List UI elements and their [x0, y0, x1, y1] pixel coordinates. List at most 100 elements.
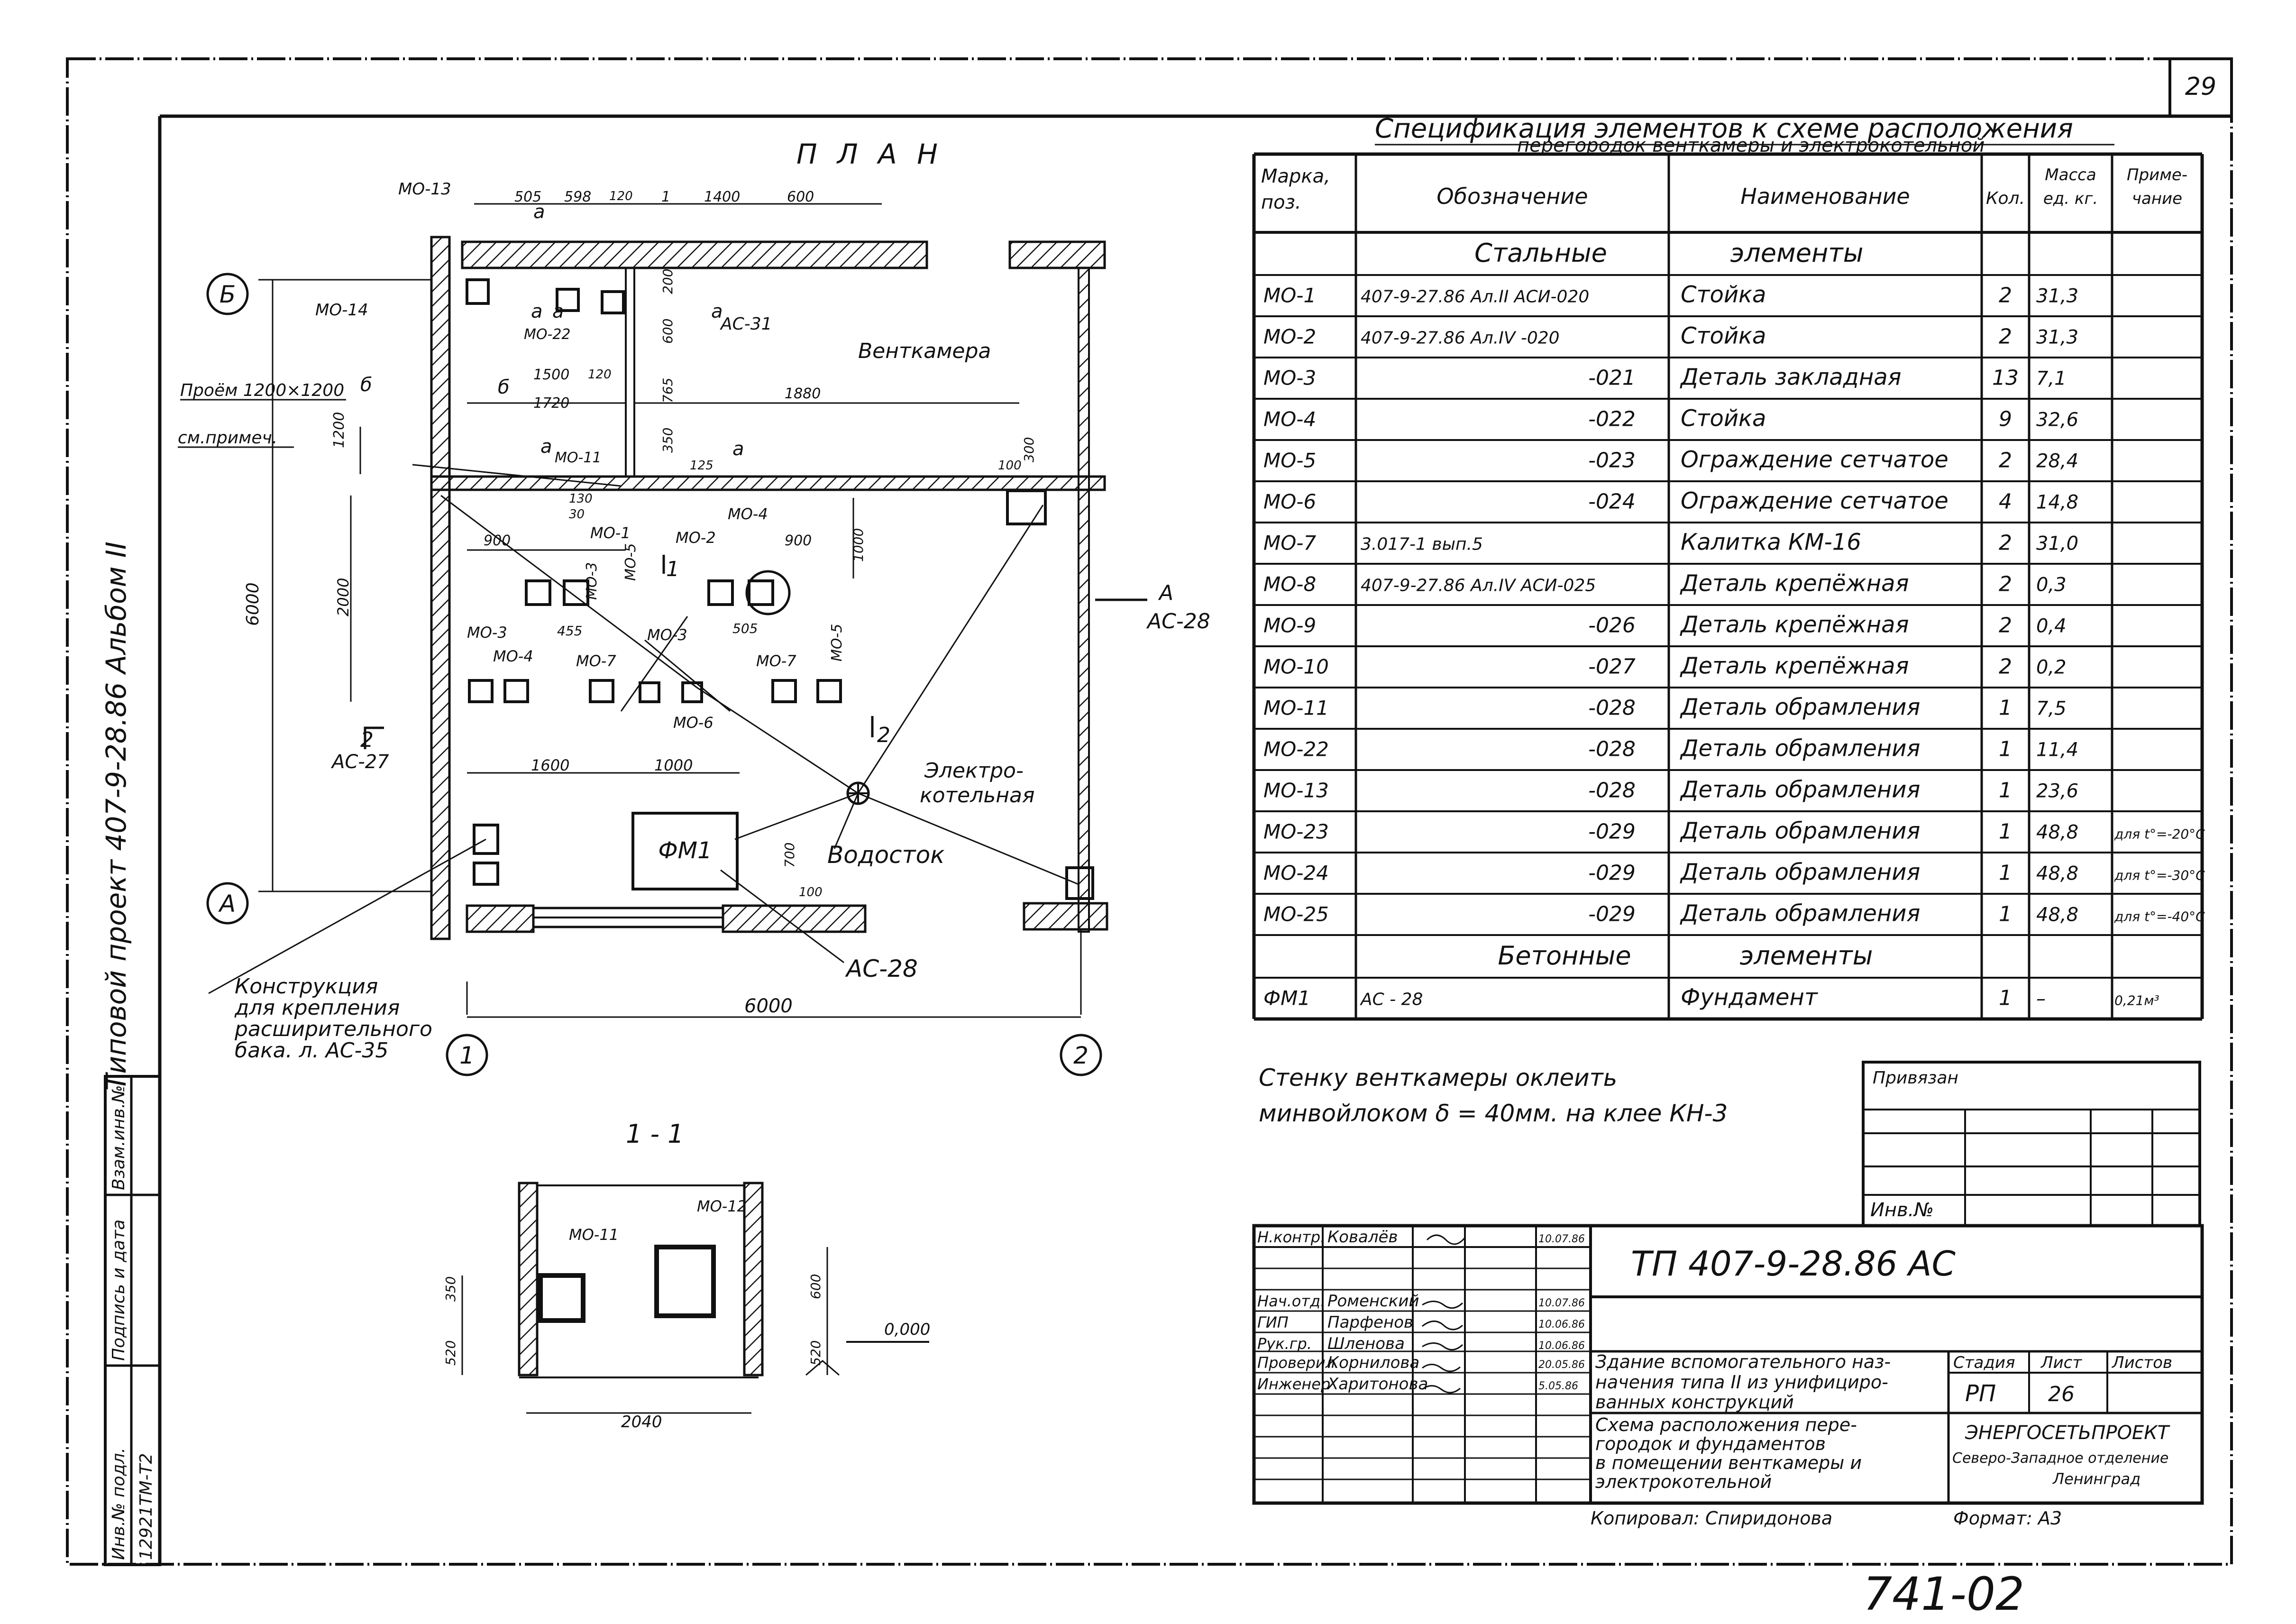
spec-cell-mass: 48,8: [2036, 821, 2078, 843]
ref-mark-a1: а: [533, 201, 545, 223]
inv-label-replace: Взам.инв.№: [109, 1085, 128, 1190]
spec-cell-mark: МО-1: [1263, 284, 1316, 307]
group-steel-1: Стальные: [1474, 238, 1607, 268]
spec-cell-mass: 11,4: [2036, 739, 2078, 761]
mark-mo4-a: МО-4: [728, 505, 768, 523]
section-title: 1 - 1: [626, 1119, 684, 1149]
spec-cell-designation: 407-9-27.86 Ал.II АСИ-020: [1361, 287, 1589, 306]
spec-cell-designation: -029: [1588, 819, 1636, 844]
room-boiler-2: котельная: [920, 783, 1034, 807]
dim-600-b: 600: [660, 319, 676, 344]
dim-6000-v: 6000: [243, 582, 263, 626]
spec-cell-name: Фундамент: [1681, 984, 1819, 1010]
spec-header-qty: Кол.: [1986, 189, 2025, 208]
spec-cell-designation: -029: [1588, 902, 1636, 926]
spec-cell-name: Ограждение сетчатое: [1681, 487, 1948, 514]
mark-mo2: МО-2: [676, 529, 716, 547]
signer-role: Инженер: [1257, 1375, 1330, 1393]
dim-1720: 1720: [533, 395, 569, 412]
spec-cell-designation: 407-9-27.86 Ал.IV АСИ-025: [1361, 576, 1596, 595]
section-dim-520-a: 520: [443, 1340, 458, 1366]
spec-cell-qty: 1: [1999, 902, 2012, 926]
spec-cell-name: Деталь обрамления: [1680, 859, 1920, 885]
ref-ac31: АС-31: [720, 314, 772, 334]
section-mo11: МО-11: [569, 1226, 619, 1244]
ref-mark-a3: а: [552, 301, 564, 322]
ref-mark-A: А: [1158, 581, 1173, 605]
inv-label-original: Инв.№ подл.: [109, 1448, 128, 1560]
dim-1500: 1500: [533, 367, 569, 383]
spec-cell-mass: 31,0: [2036, 532, 2078, 554]
wall-bottom-left: [466, 904, 535, 933]
mark-mo6: МО-6: [673, 714, 713, 732]
sheet-label: Лист: [2040, 1353, 2082, 1372]
note-line-2: минвойлоком δ = 40мм. на клее КН-3: [1259, 1100, 1728, 1127]
signer-date: 20.05.86: [1538, 1359, 1585, 1371]
spec-cell-designation: -021: [1588, 366, 1636, 390]
spec-cell-mass: 48,8: [2036, 862, 2078, 884]
sheet-desc-2: городок и фундаментов: [1595, 1433, 1826, 1454]
sheet-desc-1: Схема расположения пере-: [1595, 1414, 1857, 1435]
signer-name: Корнилова: [1327, 1353, 1419, 1372]
construction-note-1: Конструкция: [235, 974, 378, 999]
signer-role: Н.контр.: [1257, 1228, 1325, 1246]
org-1: ЭНЕРГОСЕТЬПРОЕКТ: [1965, 1422, 2171, 1444]
signer-date: 10.07.86: [1538, 1233, 1585, 1245]
spec-cell-qty: 2: [1999, 448, 2012, 472]
construction-note-4: бака. л. АС-35: [235, 1038, 388, 1063]
spec-cell-qty: 1: [1999, 819, 2012, 844]
dim-1000-b: 1000: [654, 756, 693, 774]
spec-cell-qty: 2: [1999, 654, 2012, 679]
mark-mo4-b: МО-4: [493, 647, 533, 665]
construction-note-3: расширительного: [234, 1017, 432, 1041]
spec-cell-name: Деталь обрамления: [1680, 900, 1920, 927]
ref-mark-a4: а: [711, 301, 723, 322]
spec-cell-mark: МО-10: [1263, 655, 1329, 678]
dim-1200: 1200: [331, 412, 348, 448]
construction-note-2: для крепления: [234, 996, 400, 1020]
spec-cell-mass: 28,4: [2036, 450, 2078, 472]
spec-header-pos: поз.: [1261, 192, 1301, 213]
ref-mark-2-right: 2: [877, 723, 890, 747]
dim-598: 598: [564, 189, 591, 205]
spec-cell-mark: МО-8: [1263, 572, 1316, 596]
signer-date: 5.05.86: [1538, 1380, 1578, 1392]
dim-1880: 1880: [785, 385, 821, 402]
dim-1600: 1600: [531, 756, 569, 774]
axis-1: 1: [459, 1042, 475, 1069]
signer-name: Харитонова: [1326, 1375, 1428, 1394]
spec-cell-mass: 0,2: [2036, 656, 2067, 678]
section-dim-600: 600: [808, 1274, 823, 1299]
mark-mo5-a: МО-5: [622, 543, 639, 581]
org-3: Ленинград: [2052, 1470, 2140, 1488]
spec-cell-mass: 7,5: [2036, 697, 2067, 719]
axis-2: 2: [1073, 1042, 1089, 1069]
spec-header-mark: Марка,: [1261, 165, 1330, 187]
dim-350: 350: [660, 428, 676, 453]
spec-cell-mark: МО-24: [1263, 861, 1329, 884]
spec-cell-mark: МО-2: [1263, 325, 1316, 348]
signer-role: Проверил: [1257, 1354, 1335, 1372]
spec-cell-name: Стойка: [1681, 322, 1766, 349]
signer-role: ГИП: [1257, 1313, 1289, 1331]
signer-date: 10.07.86: [1538, 1297, 1585, 1309]
spec-cell-mark: МО-11: [1263, 696, 1329, 719]
org-2: Северо-Западное отделение: [1952, 1450, 2168, 1467]
inner-post: [625, 267, 635, 477]
ref-mo11: МО-11: [555, 450, 602, 466]
signer-date: 10.06.86: [1538, 1319, 1585, 1330]
sheet-desc-4: электрокотельной: [1595, 1471, 1772, 1492]
ref-mark-b2: б: [498, 376, 510, 398]
spec-cell-mark: ФМ1: [1263, 986, 1310, 1009]
spec-cell-designation: АС - 28: [1360, 990, 1423, 1009]
